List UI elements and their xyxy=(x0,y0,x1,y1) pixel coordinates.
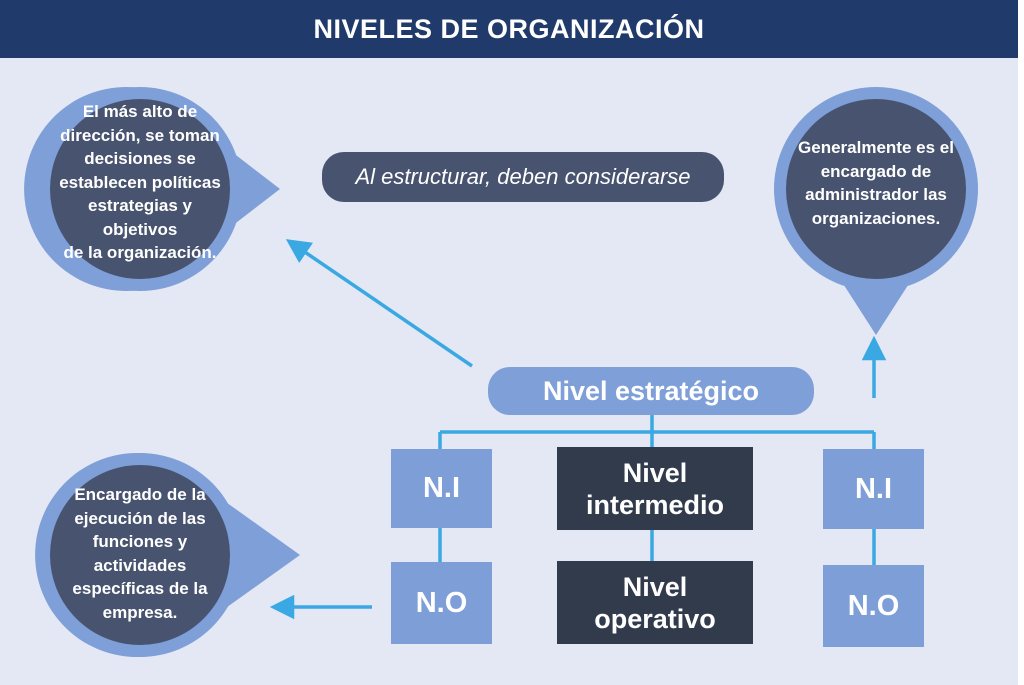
bubble-top-right xyxy=(774,87,978,335)
page-title: NIVELES DE ORGANIZACIÓN xyxy=(0,0,1018,58)
tree-connectors xyxy=(438,415,876,566)
bubble-top-right-text: Generalmente es el encargado de administ… xyxy=(798,138,954,228)
bubble-top-left xyxy=(24,87,280,292)
box-no-right: N.O xyxy=(823,565,924,647)
strategic-level-pill: Nivel estratégico xyxy=(488,367,814,415)
box-intermediate-level: Nivel intermedio xyxy=(557,447,753,530)
bubble-top-left-text: El más alto de dirección, se toman decis… xyxy=(59,102,221,262)
bubble-bottom-left-text: Encargado de la ejecución de las funcion… xyxy=(72,485,208,622)
arrow-to-top-left xyxy=(285,239,473,368)
bubble-bottom-left xyxy=(35,452,300,657)
box-no-left: N.O xyxy=(391,562,492,644)
box-ni-right: N.I xyxy=(823,449,924,529)
box-ni-left: N.I xyxy=(391,449,492,528)
box-operative-level: Nivel operativo xyxy=(557,561,753,644)
intro-pill: Al estructurar, deben considerarse xyxy=(322,152,724,202)
right-edge-strip xyxy=(1018,0,1024,685)
